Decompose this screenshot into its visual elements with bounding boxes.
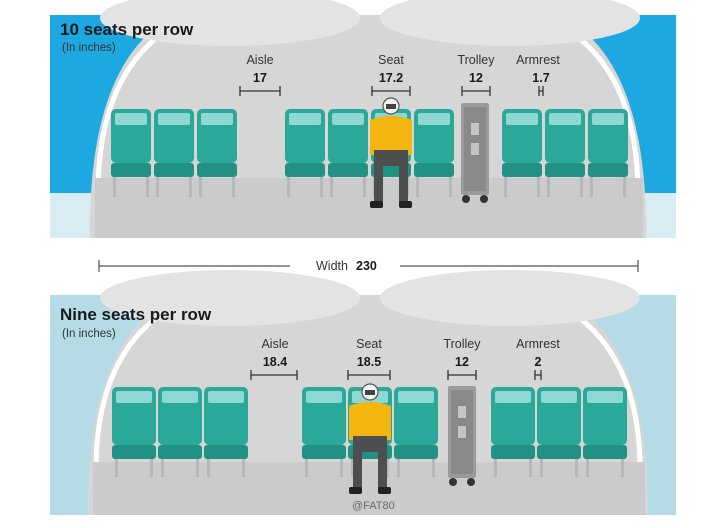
panel-title: Nine seats per row <box>60 305 212 324</box>
overhead-bin-right <box>380 270 640 326</box>
watermark: @FAT80 <box>352 500 395 512</box>
seat-dimension: Seat 17.2 <box>371 53 411 96</box>
aisle-dimension: Aisle 17 <box>239 53 281 96</box>
width-dimension: Width 230 <box>98 259 639 273</box>
aisle-label: Aisle <box>261 337 288 351</box>
panel-9-seats: Nine seats per row (In inches) Aisle 18.… <box>50 270 676 515</box>
trolley-dimension: Trolley 12 <box>443 337 481 380</box>
trolley-value: 12 <box>469 71 483 85</box>
overhead-bin-right <box>380 0 640 46</box>
width-value: 230 <box>356 259 377 273</box>
armrest-value: 1.7 <box>532 71 549 85</box>
aisle-label: Aisle <box>246 53 273 67</box>
floor <box>95 178 643 238</box>
armrest-dimension: Armrest 2 <box>516 337 560 380</box>
panel-subtitle: (In inches) <box>62 328 116 340</box>
width-label: Width <box>316 259 348 273</box>
trolley-dimension: Trolley 12 <box>457 53 495 96</box>
seat-dimension: Seat 18.5 <box>347 337 391 380</box>
trolley-label: Trolley <box>457 53 495 67</box>
trolley-value: 12 <box>455 355 469 369</box>
aisle-value: 18.4 <box>263 355 287 369</box>
seat-value: 18.5 <box>357 355 381 369</box>
panel-subtitle: (In inches) <box>62 42 116 54</box>
trolley-label: Trolley <box>443 337 481 351</box>
seat-label: Seat <box>378 53 404 67</box>
trolley <box>448 386 476 486</box>
passenger-figure <box>349 383 391 494</box>
floor <box>93 462 645 515</box>
armrest-label: Armrest <box>516 337 560 351</box>
panel-title: 10 seats per row <box>60 20 194 39</box>
seat-label: Seat <box>356 337 382 351</box>
armrest-value: 2 <box>535 355 542 369</box>
overhead-bin-left <box>100 0 360 46</box>
armrest-dimension: Armrest 1.7 <box>516 53 560 96</box>
panel-10-seats: 10 seats per row (In inches) Aisle <box>50 0 676 238</box>
aisle-dimension: Aisle 18.4 <box>250 337 298 380</box>
passenger-figure <box>370 97 412 208</box>
seat-value: 17.2 <box>379 71 403 85</box>
overhead-bin-left <box>100 270 360 326</box>
trolley <box>461 103 489 203</box>
aisle-value: 17 <box>253 71 267 85</box>
armrest-label: Armrest <box>516 53 560 67</box>
